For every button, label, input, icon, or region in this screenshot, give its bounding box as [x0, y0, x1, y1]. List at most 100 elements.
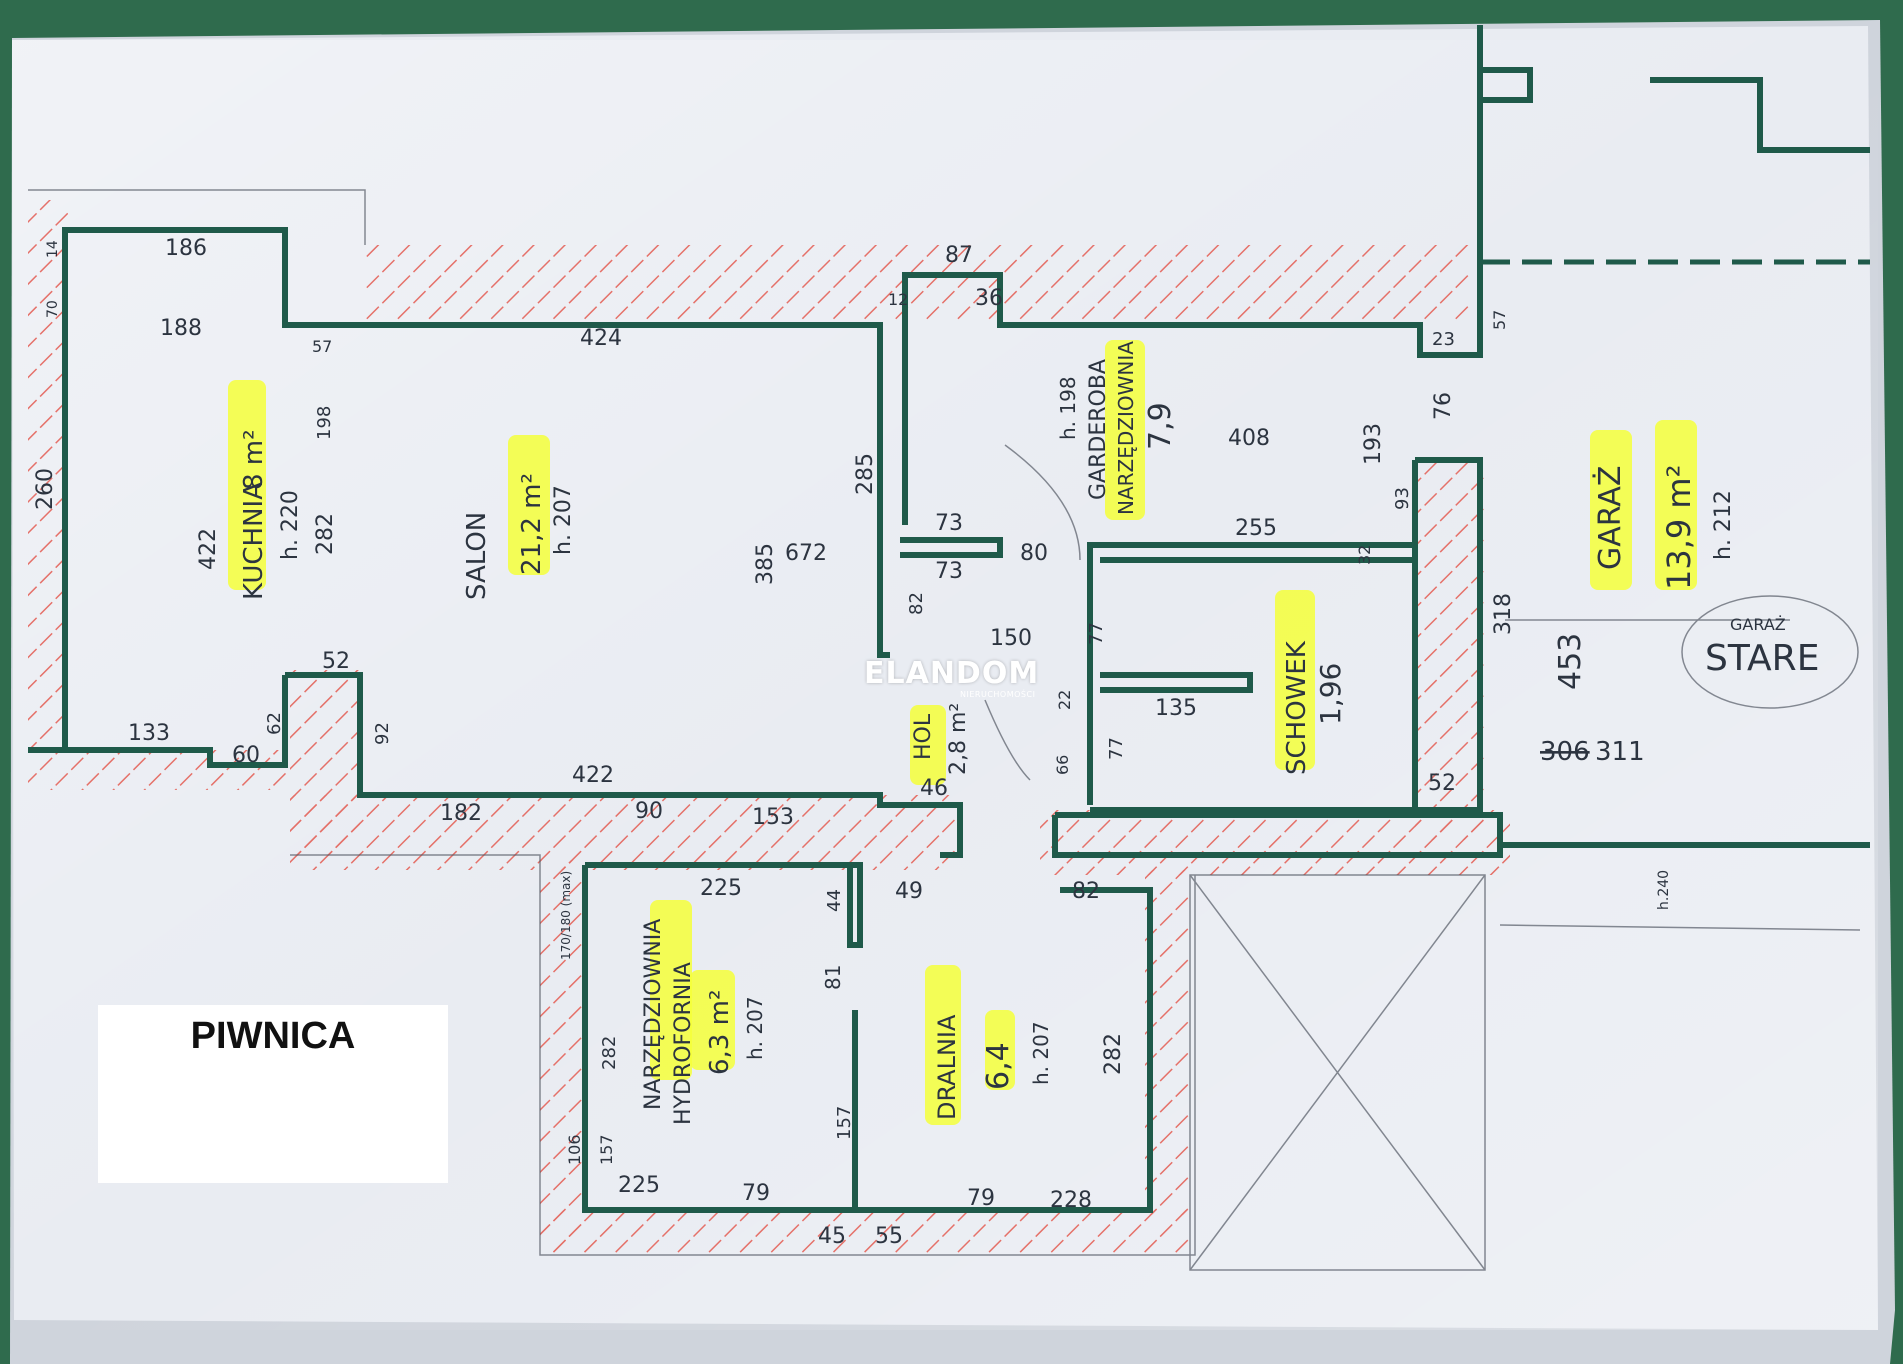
dim-182: 182	[440, 801, 482, 826]
dralnia-area: 6,4	[981, 1042, 1016, 1090]
dim-14: 14	[45, 240, 61, 258]
wall-top-right-stub	[1477, 25, 1533, 103]
dralnia-height: h. 207	[1029, 1021, 1053, 1085]
dim-73b: 73	[935, 559, 963, 584]
schowek-label: SCHOWEK	[1282, 640, 1312, 775]
dim-318: 318	[1491, 593, 1516, 635]
wall-hol-left-stub	[940, 802, 963, 858]
wall-garderoba-top	[902, 25, 1483, 525]
hatch-lower-left	[540, 860, 585, 1255]
wall-kitchen-bottom	[28, 675, 288, 768]
dim-77b: 77	[1106, 737, 1127, 760]
dim-66: 66	[1053, 755, 1072, 775]
highlight-garaz-area	[1655, 420, 1697, 590]
dim-55: 55	[875, 1224, 903, 1249]
hol-area: 2,8 m²	[946, 703, 971, 775]
dim-79a: 79	[742, 1181, 770, 1206]
watermark-tagline: NIERUCHOMOŚCI	[960, 690, 1036, 699]
dim-135: 135	[1155, 696, 1197, 721]
garaz-note-top: GARAŻ	[1730, 615, 1786, 634]
narzedziownia-label: NARZĘDZIOWNIA	[641, 919, 666, 1110]
dim-282c: 282	[1101, 1033, 1126, 1075]
dim-150: 150	[990, 626, 1032, 651]
dim-45: 45	[818, 1224, 846, 1249]
dim-92: 92	[372, 722, 393, 745]
wall-garage-left	[1412, 457, 1483, 813]
dim-81: 81	[821, 965, 845, 990]
watermark-brand: ELANDOM	[864, 656, 1040, 691]
dim-157a: 157	[834, 1106, 855, 1140]
elandom-watermark: ELANDOM NIERUCHOMOŚCI	[864, 656, 1044, 706]
floor-caption-box: PIWNICA	[98, 1005, 448, 1183]
dim-76: 76	[1431, 392, 1456, 420]
dim-408: 408	[1228, 426, 1270, 451]
highlight-salon-area	[508, 435, 550, 575]
room-labels: KUCHNIA 8 m² h. 220 SALON 21,2 m² h. 207…	[239, 341, 1819, 1125]
wall-lower-divider-top	[585, 862, 863, 948]
dim-22: 22	[1055, 690, 1074, 710]
dim-52a: 52	[1428, 771, 1456, 796]
narzedziownia-area: 6,3 m²	[705, 990, 735, 1075]
dim-h240: h.240	[1656, 870, 1672, 910]
highlight-kuchnia	[228, 380, 266, 590]
dim-77a: 77	[1086, 622, 1107, 645]
kuchnia-area: 8 m²	[239, 429, 269, 490]
salon-height: h. 207	[551, 485, 576, 555]
dim-306: 306	[1540, 737, 1590, 767]
dim-153: 153	[752, 805, 794, 830]
hatch-lower-bottom	[540, 1210, 1190, 1255]
narzedziownia-height: h. 207	[743, 996, 767, 1060]
dim-422a: 422	[572, 763, 614, 788]
dim-422b: 422	[196, 528, 221, 570]
garderoba-area: 7,9	[1143, 402, 1178, 450]
dralnia-label: DRALNIA	[933, 1014, 961, 1120]
hatch-middle-band	[290, 795, 955, 870]
dim-106: 106	[565, 1134, 584, 1165]
salon-label: SALON	[462, 512, 492, 600]
dim-90: 90	[635, 799, 663, 824]
wall-schowek-inner	[1100, 672, 1253, 693]
highlight-dralnia	[925, 965, 961, 1125]
dim-157b: 157	[597, 1134, 616, 1165]
hatch-left	[28, 200, 68, 750]
dim-80: 80	[1020, 541, 1048, 566]
dim-57a: 57	[312, 337, 332, 356]
pencil-outlines	[28, 189, 1861, 1271]
dim-82b: 82	[1072, 879, 1100, 904]
dim-62: 62	[264, 712, 285, 735]
dim-60: 60	[232, 743, 260, 768]
dim-424: 424	[580, 326, 622, 351]
walls	[28, 25, 1870, 1213]
dimension-labels: 186 188 424 87 36 12 57 23 57 76 193 408…	[33, 236, 1672, 1249]
wall-lower-rooms	[582, 865, 1153, 1213]
garaz-label: GARAŻ	[1592, 466, 1628, 570]
dim-49: 49	[895, 879, 923, 904]
highlight-narzedziownia-top	[1105, 340, 1145, 520]
dim-225a: 225	[700, 876, 742, 901]
hatch-top-right	[895, 245, 1470, 320]
dim-93: 93	[1392, 487, 1413, 510]
schowek-area: 1,96	[1314, 663, 1347, 725]
wall-far-top-right	[1650, 77, 1870, 153]
dim-79b: 79	[967, 1186, 995, 1211]
dim-82: 82	[906, 592, 927, 615]
dim-282a: 282	[313, 513, 338, 555]
salon-area: 21,2 m²	[517, 473, 547, 575]
wall-salon-bottom	[285, 672, 940, 808]
dim-188: 188	[160, 316, 202, 341]
dim-193: 193	[1361, 423, 1386, 465]
wall-hol-stub	[900, 537, 1003, 558]
highlight-garaz-name	[1590, 430, 1632, 590]
garaz-height: h. 212	[1711, 490, 1736, 560]
dim-70: 70	[45, 300, 61, 318]
dim-73a: 73	[935, 511, 963, 536]
garderoba-height: h. 198	[1056, 376, 1080, 440]
dim-672: 672	[785, 541, 827, 566]
wall-corridor-right	[1052, 812, 1503, 858]
dim-12: 12	[888, 290, 908, 309]
dim-32: 32	[1355, 545, 1374, 565]
hatch-garage-wall	[1415, 460, 1485, 840]
dim-57b: 57	[1490, 310, 1509, 330]
hydrofornia-label: HYDROFORNIA	[671, 962, 696, 1125]
dim-46: 46	[920, 776, 948, 801]
